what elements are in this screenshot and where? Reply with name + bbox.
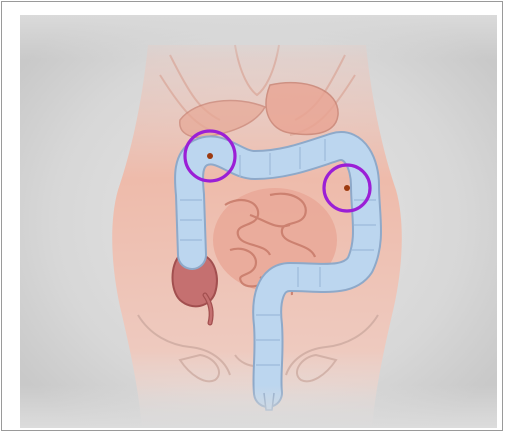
anatomy-illustration [20,15,497,428]
top-fade [20,15,497,60]
bottom-fade [20,385,497,428]
